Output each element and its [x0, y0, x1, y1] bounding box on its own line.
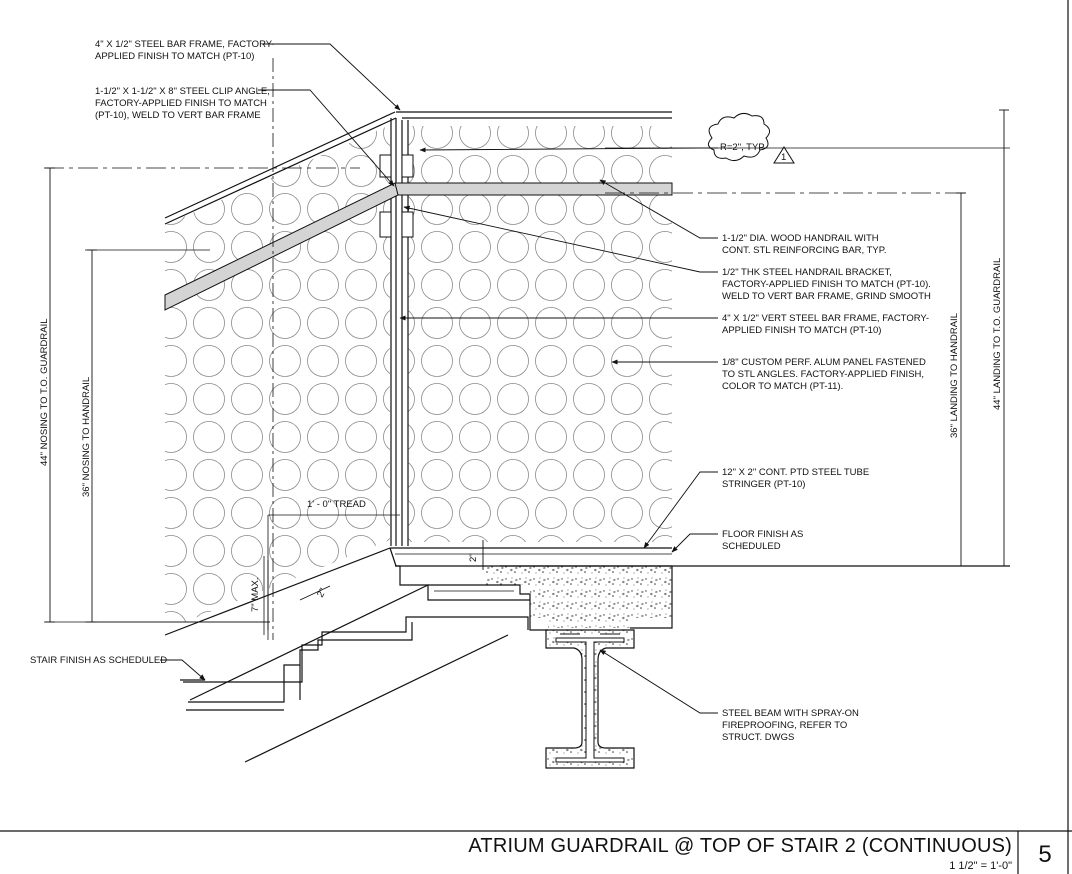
svg-text:COLOR TO MATCH (PT-11).: COLOR TO MATCH (PT-11).: [722, 381, 843, 392]
svg-text:1/8" CUSTOM PERF. ALUM PANEL F: 1/8" CUSTOM PERF. ALUM PANEL FASTENED: [722, 357, 926, 368]
svg-text:WELD TO VERT BAR FRAME, GRIND: WELD TO VERT BAR FRAME, GRIND SMOOTH: [722, 291, 931, 302]
svg-text:STAIR FINISH AS SCHEDULED: STAIR FINISH AS SCHEDULED: [30, 655, 167, 666]
detail-scale: 1 1/2" = 1'-0": [949, 860, 1012, 872]
dim-tread: 1' - 0" TREAD: [307, 499, 366, 510]
dimension-lines: [45, 109, 1009, 630]
svg-text:1-1/2" X 1-1/2" X 8" STEEL CLI: 1-1/2" X 1-1/2" X 8" STEEL CLIP ANGLE,: [95, 86, 270, 97]
svg-text:STEEL BEAM WITH SPRAY-ON: STEEL BEAM WITH SPRAY-ON: [722, 708, 859, 719]
dim-landing-guardrail: 44" LANDING TO T.O. GUARDRAIL: [992, 258, 1003, 410]
note-bracket: 1/2" THK STEEL HANDRAIL BRACKET, FACTORY…: [722, 267, 931, 302]
note-clip-angle: 1-1/2" X 1-1/2" X 8" STEEL CLIP ANGLE, F…: [95, 86, 270, 121]
landing-slab: [390, 547, 1010, 631]
svg-text:4" X 1/2" VERT STEEL BAR FRAME: 4" X 1/2" VERT STEEL BAR FRAME, FACTORY-: [722, 313, 929, 324]
detail-title: ATRIUM GUARDRAIL @ TOP OF STAIR 2 (CONTI…: [468, 835, 1012, 857]
svg-text:12" X 2" CONT. PTD STEEL TUBE: 12" X 2" CONT. PTD STEEL TUBE: [722, 467, 869, 478]
steel-beam: [545, 629, 635, 769]
svg-text:1: 1: [781, 152, 786, 163]
svg-text:APPLIED FINISH TO MATCH (PT-10: APPLIED FINISH TO MATCH (PT-10): [95, 51, 254, 62]
dim-nosing-guardrail: 44" NOSING TO T.O. GUARDRAIL: [39, 319, 50, 467]
svg-text:FACTORY-APPLIED FINISH TO MATC: FACTORY-APPLIED FINISH TO MATCH: [95, 98, 267, 109]
dim-nosing-handrail: 36" NOSING TO HANDRAIL: [81, 377, 92, 497]
leader-lines: [160, 43, 718, 714]
clip-angle: [379, 154, 414, 238]
title-block: ATRIUM GUARDRAIL @ TOP OF STAIR 2 (CONTI…: [468, 835, 1051, 872]
svg-text:1-1/2" DIA. WOOD HANDRAIL WITH: 1-1/2" DIA. WOOD HANDRAIL WITH: [722, 233, 879, 244]
note-stair-finish: STAIR FINISH AS SCHEDULED: [30, 655, 167, 666]
dim-riser-max: 7" MAX.: [250, 577, 261, 612]
note-floor-finish: FLOOR FINISH AS SCHEDULED: [722, 529, 803, 552]
dim-landing-handrail: 36" LANDING TO HANDRAIL: [949, 313, 960, 438]
detail-number: 5: [1038, 841, 1051, 868]
svg-text:TO STL ANGLES. FACTORY-APPLIED: TO STL ANGLES. FACTORY-APPLIED FINISH,: [722, 369, 924, 380]
svg-text:(PT-10), WELD TO VERT BAR FRAM: (PT-10), WELD TO VERT BAR FRAME: [95, 110, 261, 121]
svg-text:CONT. STL REINFORCING BAR, TYP: CONT. STL REINFORCING BAR, TYP.: [722, 245, 887, 256]
perforated-panel: [165, 125, 672, 630]
note-stringer: 12" X 2" CONT. PTD STEEL TUBE STRINGER (…: [722, 467, 869, 490]
note-steel-beam: STEEL BEAM WITH SPRAY-ON FIREPROOFING, R…: [722, 708, 859, 743]
svg-text:4" X 1/2" STEEL BAR FRAME, FAC: 4" X 1/2" STEEL BAR FRAME, FACTORY-: [95, 39, 274, 50]
wood-handrail: [164, 182, 673, 311]
svg-text:FIREPROOFING, REFER TO: FIREPROOFING, REFER TO: [722, 720, 847, 731]
note-radius: R=2", TYP 1: [720, 142, 786, 163]
dim-two-inch-stair: 2": [315, 587, 329, 600]
svg-text:R=2", TYP: R=2", TYP: [720, 142, 765, 153]
svg-text:FACTORY-APPLIED FINISH TO MATC: FACTORY-APPLIED FINISH TO MATCH (PT-10).: [722, 279, 931, 290]
svg-text:STRUCT. DWGS: STRUCT. DWGS: [722, 732, 794, 743]
note-vert-bar: 4" X 1/2" VERT STEEL BAR FRAME, FACTORY-…: [722, 313, 929, 336]
svg-text:FLOOR FINISH AS: FLOOR FINISH AS: [722, 529, 803, 540]
svg-text:1/2" THK STEEL HANDRAIL BRACKE: 1/2" THK STEEL HANDRAIL BRACKET,: [722, 267, 892, 278]
note-perf-panel: 1/8" CUSTOM PERF. ALUM PANEL FASTENED TO…: [722, 357, 926, 392]
svg-text:APPLIED FINISH TO MATCH (PT-10: APPLIED FINISH TO MATCH (PT-10): [722, 325, 881, 336]
stair: [164, 547, 530, 763]
note-bar-frame: 4" X 1/2" STEEL BAR FRAME, FACTORY- APPL…: [95, 39, 274, 62]
revision-cloud: [708, 112, 795, 164]
note-wood-handrail: 1-1/2" DIA. WOOD HANDRAIL WITH CONT. STL…: [722, 233, 887, 256]
svg-text:STRINGER (PT-10): STRINGER (PT-10): [722, 479, 805, 490]
svg-text:SCHEDULED: SCHEDULED: [722, 541, 781, 552]
dim-two-inch-landing: 2": [468, 553, 479, 562]
